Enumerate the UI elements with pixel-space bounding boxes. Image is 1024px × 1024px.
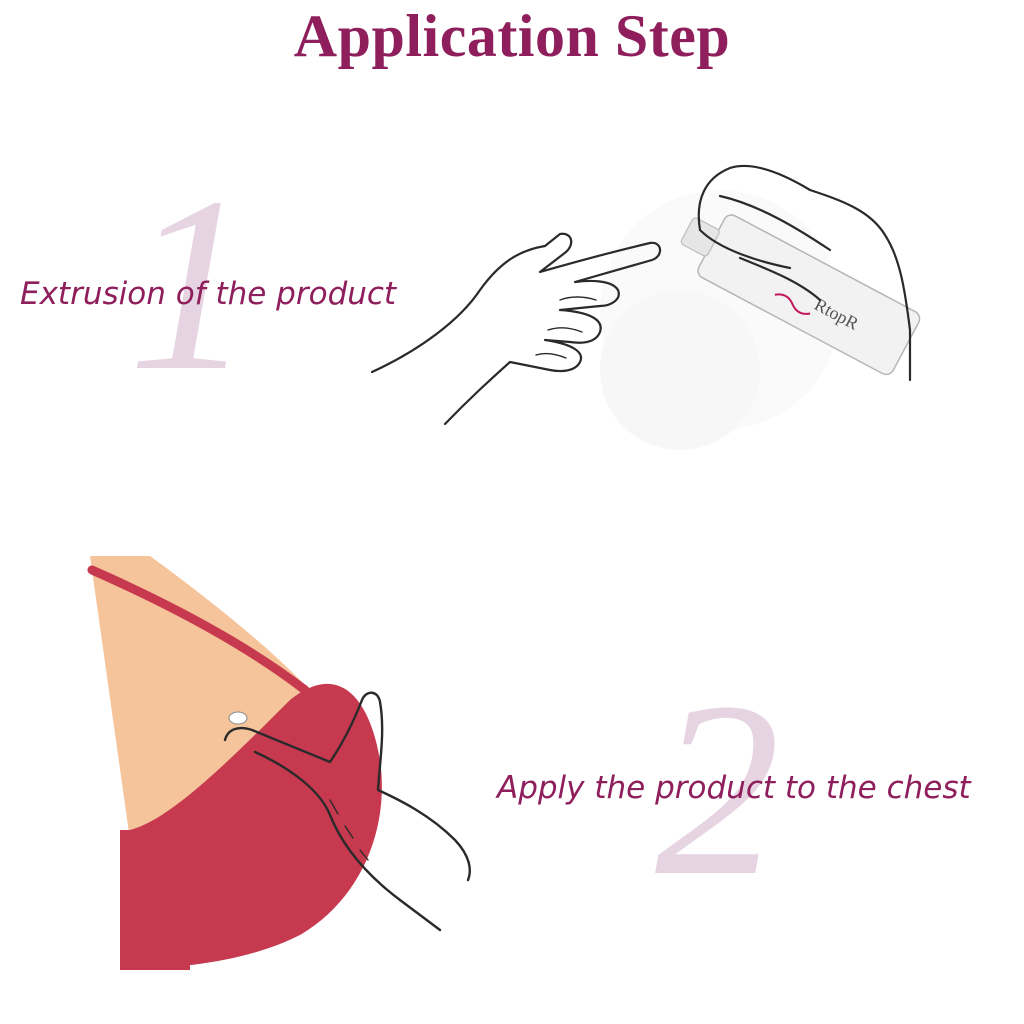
step-1-number: 1	[128, 146, 253, 423]
hand-squeezing-tube-icon: RtopR	[370, 164, 921, 450]
step-2-text: Apply the product to the chest	[497, 770, 971, 806]
page-title: Application Step	[293, 3, 731, 69]
finger-applying-cream-icon	[87, 556, 471, 970]
step-2-number: 2	[655, 651, 780, 928]
step-1-text: Extrusion of the product	[20, 276, 397, 312]
